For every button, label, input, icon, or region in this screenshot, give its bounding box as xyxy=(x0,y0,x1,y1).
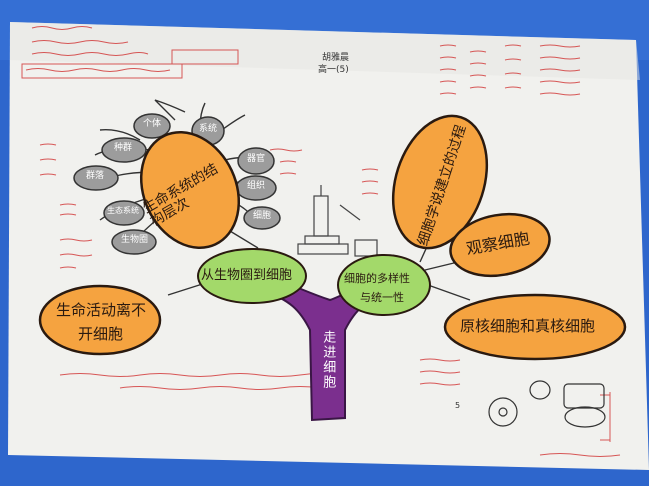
level-cell: 细胞 xyxy=(253,211,272,221)
life-activity-label-1: 生命活动离不 xyxy=(56,301,147,319)
life-activity-label-2: 开细胞 xyxy=(78,325,124,343)
level-bubbles xyxy=(73,113,281,255)
handwritten-notes xyxy=(21,26,621,457)
oval-observe-cell xyxy=(449,212,551,278)
paper-shade xyxy=(10,22,640,80)
oval-life-activity xyxy=(38,284,162,356)
green-ovals xyxy=(197,248,431,316)
orange-ovals xyxy=(38,114,627,361)
cell-drawings xyxy=(488,380,606,428)
diversity-label-1: 细胞的多样性 xyxy=(344,272,410,285)
oval-biosphere-to-cell xyxy=(197,248,307,304)
oval-diversity-unity xyxy=(337,254,431,316)
level-system: 系统 xyxy=(199,124,218,134)
level-ecosystem: 生态系统 xyxy=(107,206,139,215)
oval-structure-levels xyxy=(139,131,241,249)
class-label: 高一(5) xyxy=(318,65,349,75)
prokaryote-eukaryote-label: 原核细胞和真核细胞 xyxy=(460,317,596,335)
page-number: 5 xyxy=(455,401,461,410)
author-name: 胡雅晨 xyxy=(322,53,350,63)
level-individual: 个体 xyxy=(143,119,162,129)
biosphere-to-cell-label: 从生物圈到细胞 xyxy=(201,268,293,283)
diversity-label-2: 与统一性 xyxy=(360,291,404,304)
microscope-drawing xyxy=(297,185,378,257)
level-population: 种群 xyxy=(114,143,133,153)
level-biosphere: 生物圈 xyxy=(121,235,149,245)
level-organ: 器官 xyxy=(247,154,266,164)
trunk-label: 走进细胞 xyxy=(320,330,336,390)
oval-prokaryote-eukaryote xyxy=(443,293,627,361)
level-tissue: 组织 xyxy=(247,181,266,191)
oval-cell-theory xyxy=(391,114,489,250)
level-community: 群落 xyxy=(86,171,105,181)
